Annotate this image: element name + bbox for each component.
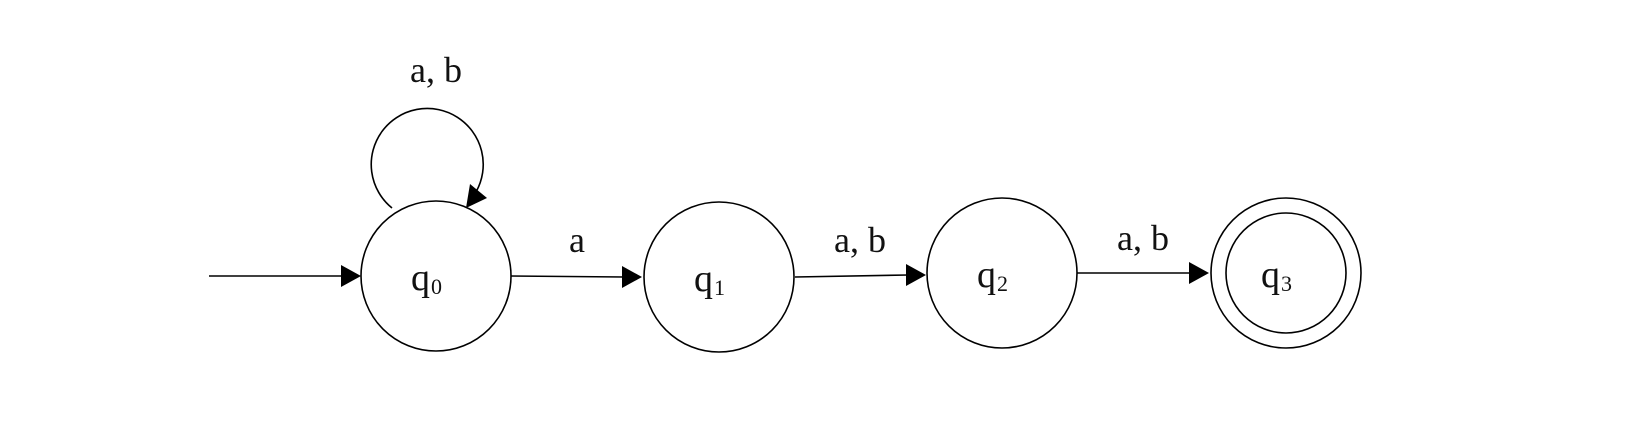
- edge-label-q1-q2: a, b: [834, 220, 886, 260]
- edge-label-q0-loop: a, b: [410, 50, 462, 90]
- state-q2: q 2: [926, 197, 1078, 349]
- state-q1: q 1: [643, 201, 795, 353]
- edge-label-q0-q1: a: [569, 220, 585, 260]
- state-label-q1: q: [694, 258, 713, 300]
- start-arrow: [209, 265, 361, 287]
- edge-label-q2-q3: a, b: [1117, 218, 1169, 258]
- edge-q2-q3: a, b: [1077, 218, 1209, 284]
- state-label-q2: q: [977, 254, 996, 296]
- edge-q0-loop: a, b: [370, 50, 487, 209]
- state-sub-q2: 2: [997, 271, 1008, 296]
- state-sub-q1: 1: [714, 275, 725, 300]
- state-sub-q3: 3: [1281, 271, 1292, 296]
- state-sub-q0: 0: [431, 274, 442, 299]
- state-label-q3: q: [1261, 254, 1280, 296]
- state-label-q0: q: [411, 257, 430, 299]
- edge-q0-q1: a: [509, 220, 642, 288]
- accept-inner-ring: [1225, 212, 1347, 334]
- state-q0: q 0: [360, 200, 512, 352]
- state-q3: q 3: [1210, 197, 1362, 349]
- edge-q1-q2: a, b: [794, 220, 926, 286]
